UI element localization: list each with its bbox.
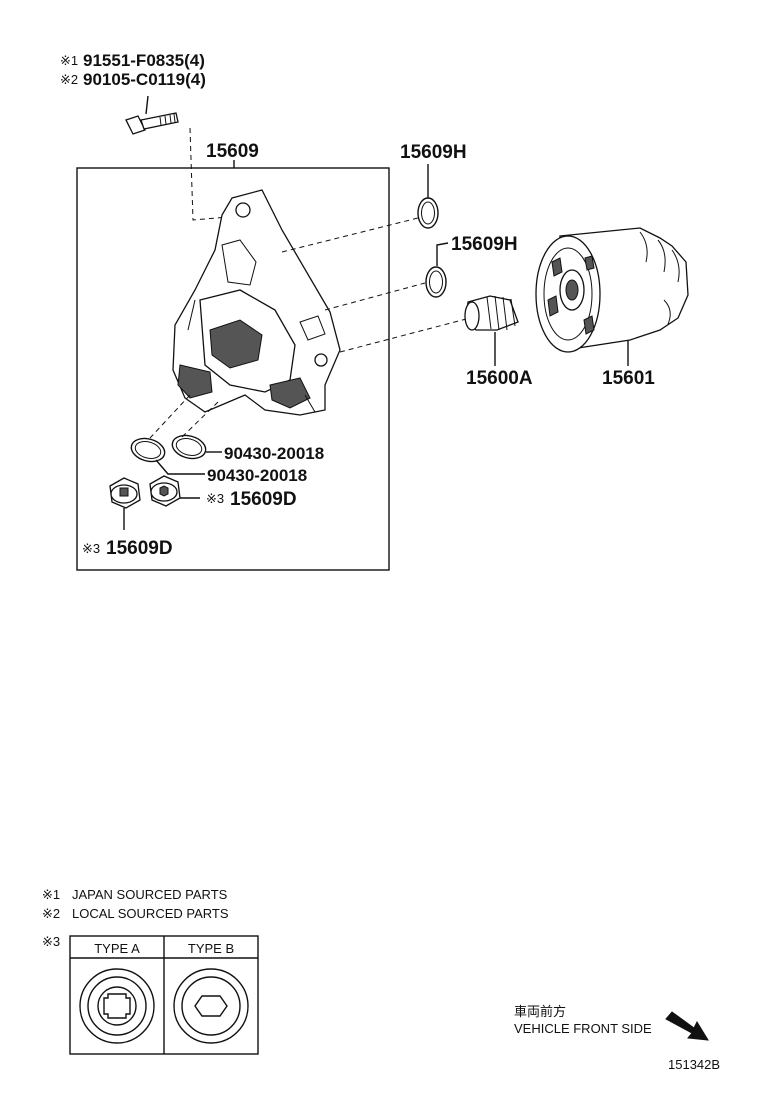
bracket-assembly-frame [76, 167, 390, 571]
part-label-15609d-left: 15609D [106, 538, 173, 559]
bolt-note-mark-1: ※1 [60, 53, 78, 68]
legend-notes: ※1 JAPAN SOURCED PARTS ※2 LOCAL SOURCED … [42, 887, 229, 949]
diagram-id: 151342B [668, 1057, 720, 1072]
direction-english: VEHICLE FRONT SIDE [514, 1021, 652, 1036]
part-label-15600a: 15600A [466, 368, 533, 389]
guide-oring-upper [281, 217, 419, 253]
type-b-header: TYPE B [188, 941, 234, 956]
type-b-plug-icon [173, 968, 249, 1044]
arrow-down-right-icon [665, 1011, 709, 1041]
part-label-90430-b: 90430-20018 [207, 466, 307, 485]
part-label-15609: 15609 [206, 141, 259, 162]
note-text-1: JAPAN SOURCED PARTS [72, 887, 228, 902]
oring-upper: 15609H [400, 142, 467, 229]
part-label-15609h-upper: 15609H [400, 142, 467, 163]
type-a-plug-icon [79, 968, 155, 1044]
plug-left-mark: ※3 [82, 541, 100, 556]
direction-japanese: 車両前方 [514, 1004, 566, 1019]
vehicle-front-indicator: 車両前方 VEHICLE FRONT SIDE [514, 1004, 709, 1041]
part-label-90430-a: 90430-20018 [224, 444, 324, 463]
note-mark-1: ※1 [42, 887, 60, 902]
plug-type-table: TYPE A TYPE B [69, 935, 259, 1055]
union-bolt: 15600A [464, 295, 533, 389]
part-label-15609h-lower: 15609H [451, 234, 518, 255]
drain-plugs: ※3 15609D ※3 15609D [82, 475, 297, 559]
note-text-2: LOCAL SOURCED PARTS [72, 906, 229, 921]
part-label-15601: 15601 [602, 368, 655, 389]
note-mark-2: ※2 [42, 906, 60, 921]
bolt-icon [125, 95, 179, 135]
oil-filter-bracket [172, 189, 341, 416]
note-mark-3: ※3 [42, 934, 60, 949]
bolt-guide-line [189, 127, 241, 221]
bolt-part-number-2: 90105-C0119(4) [83, 70, 206, 89]
oring-lower: 15609H [425, 234, 518, 298]
part-label-15609d-right: 15609D [230, 489, 297, 510]
gasket-washers: 90430-20018 90430-20018 [130, 434, 324, 485]
bolt-callout: ※1 91551-F0835(4) ※2 90105-C0119(4) [60, 51, 206, 89]
oil-filter: 15601 [535, 227, 689, 389]
bolt-part-number-1: 91551-F0835(4) [83, 51, 205, 70]
guide-oring-lower [324, 282, 426, 311]
guide-gasket-1 [149, 394, 191, 439]
plug-right-mark: ※3 [206, 491, 224, 506]
bolt-note-mark-2: ※2 [60, 72, 78, 87]
guide-union [339, 317, 471, 353]
type-a-header: TYPE A [94, 941, 140, 956]
